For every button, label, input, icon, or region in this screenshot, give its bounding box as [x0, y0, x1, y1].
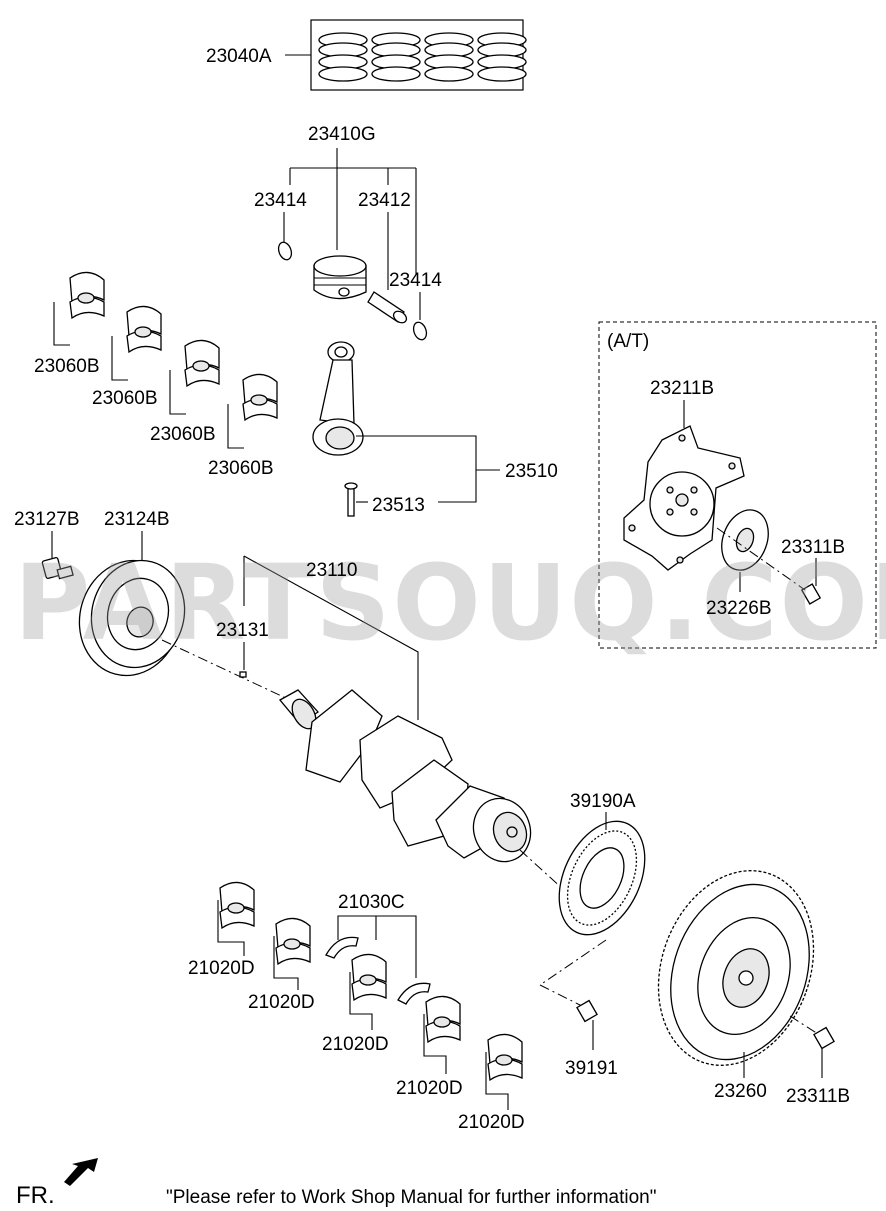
- conrod-leaders: [356, 435, 500, 503]
- crankshaft[interactable]: [278, 689, 539, 870]
- label-21020D-4: 21020D: [396, 1078, 463, 1099]
- watermark: PARTSOUQ.COM: [14, 542, 886, 664]
- label-23127B: 23127B: [14, 509, 80, 530]
- label-23060B-1: 23060B: [34, 356, 100, 377]
- piston[interactable]: [313, 255, 367, 300]
- label-21020D-2: 21020D: [248, 992, 315, 1013]
- at-section-label: (A/T): [607, 331, 649, 352]
- label-39191: 39191: [565, 1058, 618, 1079]
- label-23311B: 23311B: [786, 1086, 850, 1107]
- label-23414-right: 23414: [389, 270, 442, 291]
- sensor-ring-plate[interactable]: [542, 808, 662, 949]
- piston-pin[interactable]: [367, 291, 409, 325]
- label-23124B: 23124B: [104, 509, 170, 530]
- crankshaft-key[interactable]: [239, 671, 247, 678]
- label-23226B: 23226B: [706, 598, 772, 619]
- label-23110: 23110: [306, 560, 357, 581]
- label-23510: 23510: [505, 461, 558, 482]
- flywheel-leaders: [743, 1015, 823, 1078]
- piston-ring-set[interactable]: [310, 19, 527, 91]
- pulley-leaders: [51, 531, 291, 701]
- at-section-box: [598, 321, 877, 649]
- label-21020D-5: 21020D: [458, 1112, 525, 1133]
- front-direction-label: FR.: [16, 1182, 55, 1209]
- label-23410G: 23410G: [308, 124, 376, 145]
- label-23060B-4: 23060B: [208, 458, 274, 479]
- thrust-washer-leader: [337, 915, 417, 978]
- thrust-washer-left[interactable]: [325, 936, 359, 959]
- main-bearing-leaders: [217, 900, 509, 1110]
- thrust-washer-right[interactable]: [397, 982, 431, 1005]
- label-21020D-3: 21020D: [322, 1034, 389, 1055]
- label-23260: 23260: [714, 1081, 767, 1102]
- ring-plate-bolt[interactable]: [576, 999, 598, 1023]
- drive-plate[interactable]: [623, 425, 745, 571]
- label-23131: 23131: [216, 620, 269, 641]
- piston-group-leaders: [283, 148, 421, 320]
- label-23060B-2: 23060B: [92, 388, 158, 409]
- label-23311B-at: 23311B: [781, 537, 845, 558]
- drive-plate-bolt[interactable]: [800, 583, 822, 605]
- label-23060B-3: 23060B: [150, 424, 216, 445]
- crankshaft-pulley-bolt[interactable]: [41, 557, 74, 580]
- label-23414-left: 23414: [254, 190, 307, 211]
- conrod-bearing-shell[interactable]: [69, 271, 105, 320]
- label-23513: 23513: [372, 495, 425, 516]
- footer-note: "Please refer to Work Shop Manual for fu…: [166, 1187, 656, 1208]
- flywheel-bolt[interactable]: [813, 1026, 835, 1050]
- flywheel[interactable]: [632, 849, 839, 1088]
- label-21030C: 21030C: [338, 892, 405, 913]
- label-21020D-1: 21020D: [188, 958, 255, 979]
- label-39190A: 39190A: [570, 791, 636, 812]
- snap-ring-left[interactable]: [276, 240, 293, 261]
- front-direction-arrow-icon: [64, 1158, 98, 1186]
- crankshaft-pulley[interactable]: [67, 549, 197, 687]
- label-23211B: 23211B: [650, 378, 714, 399]
- conrod-bolt[interactable]: [344, 482, 358, 517]
- label-23412: 23412: [358, 190, 411, 211]
- drive-plate-washer[interactable]: [714, 503, 777, 576]
- conrod-bearing-leaders: [53, 302, 244, 449]
- connecting-rod[interactable]: [312, 341, 364, 456]
- snap-ring-right[interactable]: [411, 320, 428, 341]
- at-leaders: [683, 400, 817, 592]
- label-23040A: 23040A: [206, 46, 272, 67]
- main-bearing-shell[interactable]: [219, 881, 255, 930]
